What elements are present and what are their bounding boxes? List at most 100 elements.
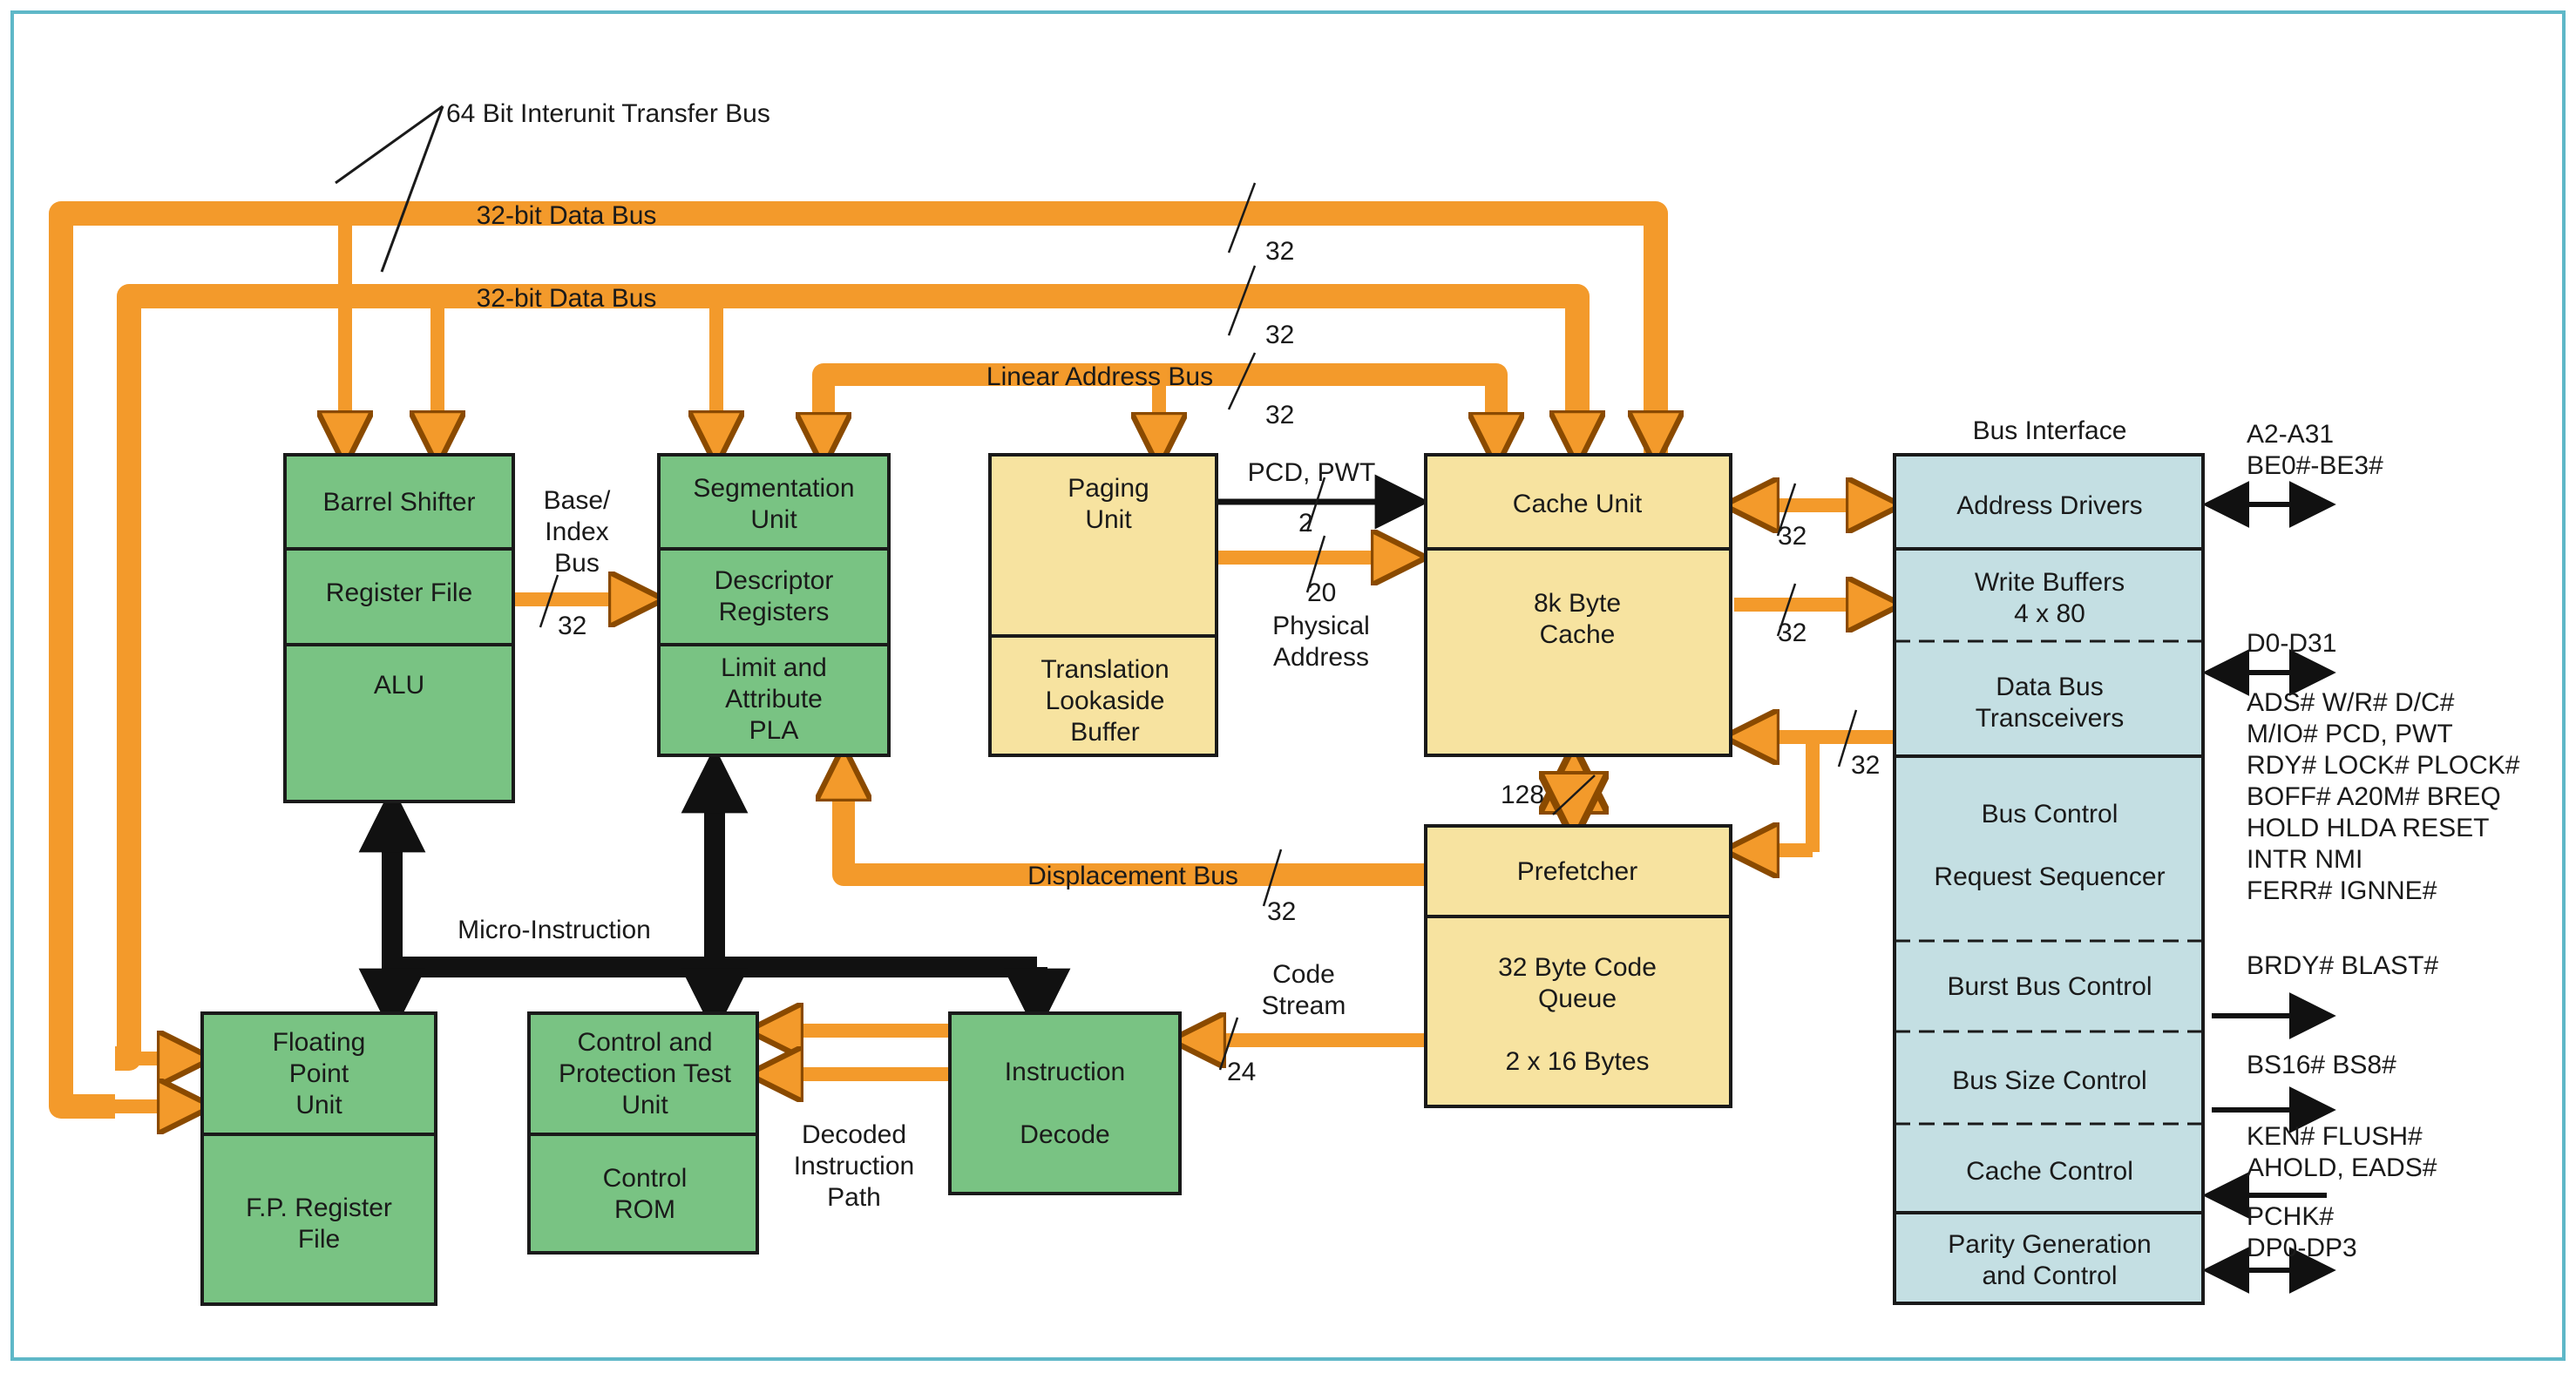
write-buffers-label-2: 4 x 80 <box>2014 599 2085 628</box>
fp-register-label-1: F.P. Register <box>246 1194 392 1222</box>
signal-parity-1: PCHK# <box>2247 1202 2334 1231</box>
limit-label-3: PLA <box>749 716 799 745</box>
data-transceivers-label-1: Data Bus <box>1996 673 2103 701</box>
callout-transfer-bus: 64 Bit Interunit Transfer Bus <box>446 99 770 128</box>
limit-label-2: Attribute <box>725 685 823 714</box>
physical-address-label-2: Address <box>1273 643 1369 672</box>
segmentation-block <box>657 453 891 757</box>
base-index-label-1: Base/ <box>544 486 611 515</box>
descriptor-label-1: Descriptor <box>715 566 834 595</box>
bus-interface-title: Bus Interface <box>1973 416 2127 445</box>
linear-address-label: Linear Address Bus <box>986 362 1213 391</box>
descriptor-label-2: Registers <box>719 598 830 626</box>
limit-label-1: Limit and <box>721 653 827 682</box>
prefetcher-block <box>1424 824 1732 1108</box>
signal-parity-2: DP0-DP3 <box>2247 1234 2357 1262</box>
cache-8k-label-1: 8k Byte <box>1534 589 1621 618</box>
signal-address-2: BE0#-BE3# <box>2247 451 2383 480</box>
control-protection-block <box>527 1011 759 1255</box>
decoded-path-label-3: Path <box>827 1183 881 1212</box>
micro-instruction-label: Micro-Instruction <box>458 916 651 944</box>
signal-control-4: BOFF# A20M# BREQ <box>2247 782 2501 811</box>
width-cache-addr: 32 <box>1778 522 1807 551</box>
instruction-decode-label-2: Decode <box>1020 1120 1109 1149</box>
fpu-label-2: Point <box>289 1059 349 1088</box>
code-queue-label-1: 32 Byte Code <box>1498 953 1657 982</box>
width-cache-data: 32 <box>1778 619 1807 647</box>
signal-burst: BRDY# BLAST# <box>2247 951 2438 980</box>
data-bus-top-label: 32-bit Data Bus <box>477 201 657 230</box>
alu-label: ALU <box>374 671 424 700</box>
width-32-c: 32 <box>1265 401 1294 429</box>
signal-control-3: RDY# LOCK# PLOCK# <box>2247 751 2520 780</box>
width-32-b: 32 <box>1265 321 1294 349</box>
signal-control-5: HOLD HLDA RESET <box>2247 814 2489 842</box>
signal-cache-2: AHOLD, EADS# <box>2247 1153 2437 1182</box>
control-protection-label-1: Control and <box>577 1028 712 1057</box>
displacement-label: Displacement Bus <box>1027 862 1238 890</box>
barrel-shifter-label: Barrel Shifter <box>322 488 475 517</box>
instruction-decode-block <box>948 1011 1182 1195</box>
tlb-label-3: Buffer <box>1070 718 1140 747</box>
fp-register-label-2: File <box>298 1225 340 1254</box>
parity-label-1: Parity Generation <box>1948 1230 2151 1259</box>
cache-block <box>1424 453 1732 757</box>
request-sequencer-label: Request Sequencer <box>1934 862 2165 891</box>
micro-instruction-bus <box>358 746 1071 1036</box>
signal-cache-1: KEN# FLUSH# <box>2247 1122 2423 1151</box>
signal-bus-size: BS16# BS8# <box>2247 1051 2396 1079</box>
barrel-shifter-block <box>283 453 515 803</box>
displacement-bus <box>832 793 1426 886</box>
outer-frame <box>10 10 2566 1361</box>
width-bus-return: 32 <box>1851 751 1880 780</box>
signal-arrows <box>2202 481 2336 1294</box>
parity-label-2: and Control <box>1982 1261 2117 1290</box>
code-queue-label-2: Queue <box>1538 984 1617 1013</box>
cache-unit-label: Cache Unit <box>1513 490 1643 518</box>
pcd-pwt-label: PCD, PWT <box>1248 458 1376 487</box>
control-rom-label-1: Control <box>603 1164 688 1193</box>
paging-label-1: Paging <box>1068 474 1149 503</box>
orange-buses <box>49 201 1895 1119</box>
width-disp: 32 <box>1267 897 1296 926</box>
register-file-label: Register File <box>326 578 472 607</box>
prefetcher-label: Prefetcher <box>1517 857 1637 886</box>
width-code-24: 24 <box>1227 1058 1256 1086</box>
write-buffers-label-1: Write Buffers <box>1975 568 2125 597</box>
width-phys: 20 <box>1307 578 1336 607</box>
code-stream-label-2: Stream <box>1262 991 1346 1020</box>
cache-8k-label-2: Cache <box>1540 620 1616 649</box>
signal-control-6: INTR NMI <box>2247 845 2362 874</box>
paging-block <box>988 453 1218 757</box>
signal-data: D0-D31 <box>2247 629 2336 658</box>
bus-control-label: Bus Control <box>1982 800 2118 829</box>
width-slashes <box>539 182 1858 1071</box>
base-index-label-2: Index <box>545 517 608 546</box>
fpu-block <box>200 1011 437 1306</box>
code-queue-size-label: 2 x 16 Bytes <box>1505 1047 1649 1076</box>
width-32-a: 32 <box>1265 237 1294 266</box>
control-rom-label-2: ROM <box>614 1195 675 1224</box>
width-prefetch-128: 128 <box>1501 781 1544 809</box>
segmentation-label-1: Segmentation <box>693 474 854 503</box>
control-protection-label-3: Unit <box>621 1091 668 1119</box>
cache-control-label: Cache Control <box>1966 1157 2133 1186</box>
decoded-path-label-1: Decoded <box>802 1120 906 1149</box>
fpu-label-3: Unit <box>295 1091 342 1119</box>
signal-control-1: ADS# W/R# D/C# <box>2247 688 2455 717</box>
signal-address-1: A2-A31 <box>2247 420 2334 449</box>
data-transceivers-label-2: Transceivers <box>1976 704 2125 733</box>
burst-bus-control-label: Burst Bus Control <box>1947 972 2152 1001</box>
data-bus-top <box>49 201 1668 1119</box>
instruction-decode-label-1: Instruction <box>1005 1058 1125 1086</box>
signal-control-7: FERR# IGNNE# <box>2247 876 2437 905</box>
data-bus-second-label: 32-bit Data Bus <box>477 284 657 313</box>
code-stream-label-1: Code <box>1272 960 1335 989</box>
callout-lines <box>335 105 444 273</box>
paging-label-2: Unit <box>1085 505 1132 534</box>
control-protection-label-2: Protection Test <box>559 1059 732 1088</box>
segmentation-label-2: Unit <box>750 505 797 534</box>
signal-control-2: M/IO# PCD, PWT <box>2247 720 2453 748</box>
bus-interface-block <box>1893 453 2205 1305</box>
